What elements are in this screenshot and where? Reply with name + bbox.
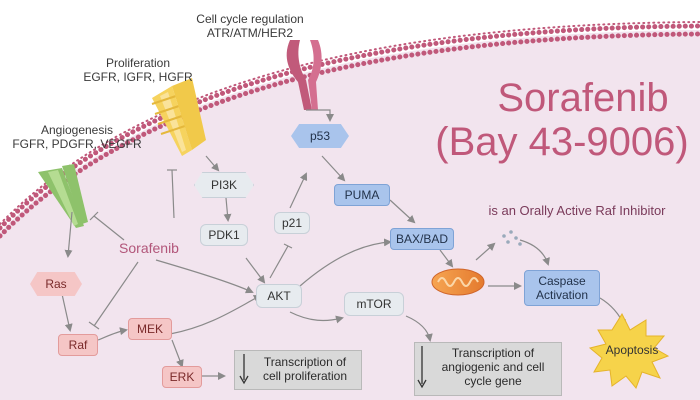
mitochondrion-icon [431, 268, 485, 296]
node-erk: ERK [162, 366, 202, 388]
down-arrow-icon [239, 354, 249, 385]
transcription-angiogenic-line1: Transcription of [451, 346, 535, 360]
node-pi3k: PI3K [194, 172, 254, 198]
proliferation-label: Proliferation [105, 56, 171, 70]
cell-cycle-receptors: ATR/ATM/HER2 [206, 26, 294, 40]
node-pdk1: PDK1 [200, 224, 248, 246]
node-akt: AKT [256, 284, 302, 308]
inhibition-edges [88, 169, 293, 330]
node-mtor: mTOR [344, 292, 404, 316]
node-ras: Ras [30, 272, 82, 296]
node-puma: PUMA [334, 184, 390, 206]
node-mek: MEK [128, 318, 172, 340]
angiogenesis-label: Angiogenesis [40, 123, 114, 137]
cell-cycle-receptor [286, 40, 322, 110]
cell-cycle-label: Cell cycle regulation [196, 12, 304, 26]
transcription-proliferation-box [234, 350, 362, 390]
page-title-line2: (Bay 43-9006) [435, 120, 689, 164]
node-bax-bad: BAX/BAD [390, 228, 454, 250]
sorafenib-label: Sorafenib [119, 240, 179, 256]
transcription-proliferation-line1: Transcription of [263, 355, 347, 369]
transcription-proliferation-line2: cell proliferation [262, 369, 348, 383]
page-title: Sorafenib [497, 76, 669, 120]
down-arrow-icon [417, 346, 427, 389]
node-p21: p21 [274, 212, 310, 234]
node-raf: Raf [58, 334, 98, 356]
proliferation-receptor [151, 78, 206, 156]
apoptosis-label: Apoptosis [605, 343, 659, 357]
node-caspase-activation: Caspase Activation [524, 270, 600, 306]
proliferation-receptors: EGFR, IGFR, HGFR [83, 70, 193, 84]
caspase-line1: Caspase [538, 274, 586, 288]
angiogenesis-receptors: FGFR, PDGFR, VEGFR [12, 137, 142, 151]
cytochrome-dots [502, 230, 522, 246]
transcription-angiogenic-line3: cycle gene [464, 374, 522, 388]
transcription-angiogenic-box [414, 342, 562, 396]
node-p53: p53 [291, 124, 349, 148]
apoptosis-star [588, 312, 670, 389]
subtitle: is an Orally Active Raf Inhibitor [488, 203, 666, 218]
caspase-line2: Activation [535, 288, 589, 302]
transcription-angiogenic-line2: angiogenic and cell [441, 360, 545, 374]
